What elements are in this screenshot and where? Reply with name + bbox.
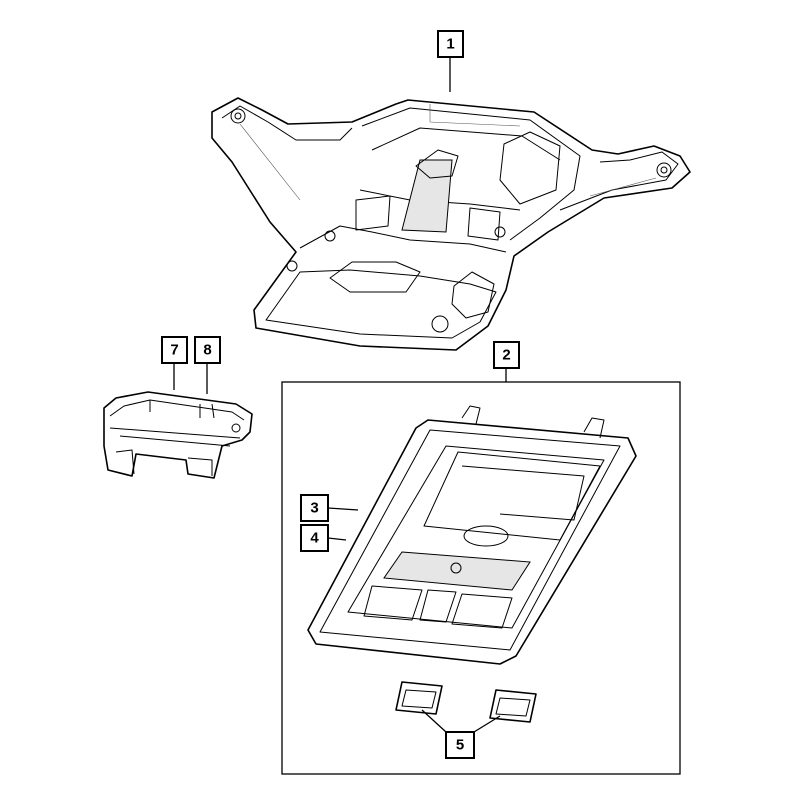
callout-7: 7 (161, 336, 188, 364)
callout-2: 2 (493, 341, 520, 369)
callout-1-label: 1 (446, 36, 454, 53)
callout-8: 8 (194, 336, 221, 364)
lens-right (489, 689, 537, 723)
leader-line-4 (327, 537, 347, 541)
headliner-bracket (211, 97, 691, 351)
callout-8-label: 8 (203, 342, 211, 359)
module-bracket (103, 391, 253, 479)
callout-3-label: 3 (310, 500, 318, 517)
lens-left (395, 681, 443, 715)
overhead-console (307, 405, 637, 665)
leader-line-5a (421, 709, 447, 733)
callout-2-label: 2 (502, 347, 510, 364)
leader-line-5b (473, 715, 501, 733)
assembly-frame (281, 381, 681, 775)
callout-5: 5 (445, 731, 475, 759)
callout-1: 1 (437, 30, 464, 58)
callout-3: 3 (300, 494, 329, 522)
leader-line-3 (327, 507, 359, 511)
callout-4: 4 (300, 524, 329, 552)
callout-7-label: 7 (170, 342, 178, 359)
callout-5-label: 5 (456, 737, 464, 754)
callout-4-label: 4 (310, 530, 319, 547)
